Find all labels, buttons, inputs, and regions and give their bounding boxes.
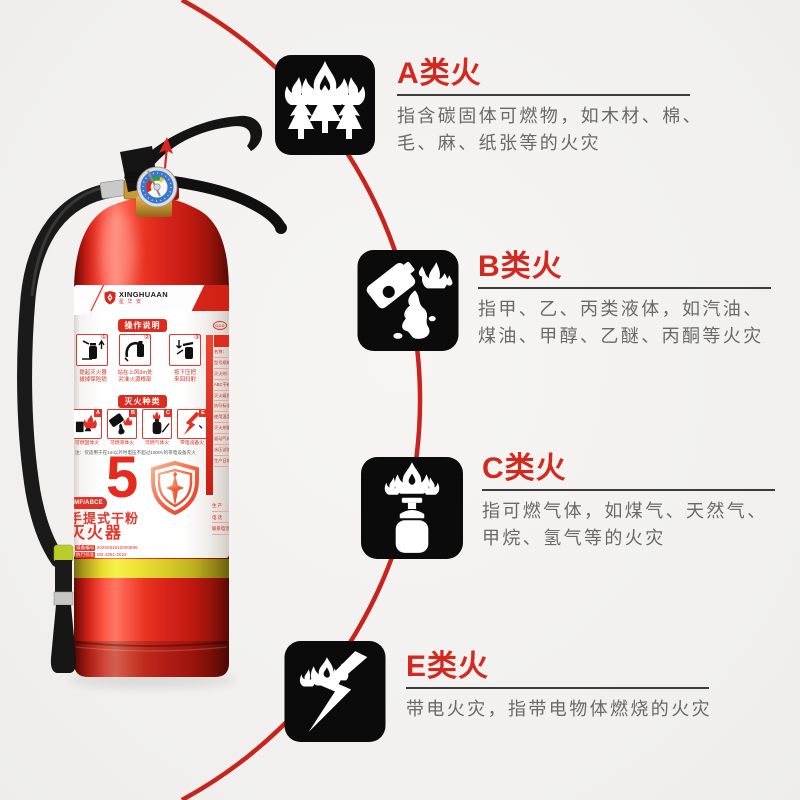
contact-table: 生 产 电 话 联系电话	[212, 500, 229, 535]
class-box-e: E	[177, 409, 207, 439]
nozzle-clip	[53, 544, 74, 563]
step-caption: 按下压把来回扫射	[173, 370, 196, 383]
brand-logo-icon	[104, 291, 116, 305]
section-e: E类火 带电火灾，指带电物体燃烧的火灾	[406, 650, 766, 723]
brand-name: XINGHUAAN	[119, 290, 169, 299]
model-badge: MF/ABCE	[74, 497, 107, 509]
spec-row: 型号规格：	[214, 358, 229, 369]
spec-row: 灭火剂：	[214, 369, 229, 380]
extinguisher-label: XINGHUAAN 星华安 操作说明 CCC ① ②	[74, 285, 229, 558]
class-caption: 可燃气体火	[145, 441, 169, 446]
section-a: A类火 指含碳固体可燃物，如木材、棉、毛、麻、纸张等的火灾	[397, 57, 797, 157]
section-c-underline	[482, 489, 775, 491]
class-caption: 可燃固体火	[75, 441, 99, 446]
section-b-desc: 指甲、乙、丙类液体，如汽油、煤油、甲醇、乙醚、丙酮等火灾	[478, 299, 764, 346]
spec-table: 名称： 型号规格： 灭火剂： ABC干粉 灭火级别： 执行标准： 使用温度： 灭…	[214, 335, 229, 467]
standard-line: 执行标准 GB 4351-2023	[75, 552, 127, 558]
section-c-title: C类火	[482, 452, 567, 485]
step-box-3: ③	[169, 334, 201, 366]
nozzle-band	[53, 591, 74, 606]
serial-label-chip: 设备编号	[75, 545, 96, 551]
safety-pin	[163, 146, 169, 169]
tank-dome-highlight	[100, 210, 136, 294]
nozzle-body	[55, 560, 72, 594]
section-b: B类火 指甲、乙、丙类液体，如汽油、煤油、甲醇、乙醚、丙酮等火灾	[478, 250, 800, 350]
class-caption: 可燃液体火	[110, 441, 134, 446]
lift-extinguisher-pictogram-icon	[82, 339, 105, 360]
step-number: ①	[100, 334, 107, 341]
spec-header	[214, 335, 229, 347]
liquid-fire-pictogram-icon	[109, 413, 133, 435]
class-caption: 带电设备火	[180, 441, 204, 446]
spec-row: 灭火级别：	[214, 391, 229, 402]
note-text: 注：仅适用于在1m以外时电压不超过1000V的带电设备灭火	[75, 450, 196, 455]
spec-row: 使用温度：	[214, 412, 229, 424]
class-box-b: B	[107, 409, 137, 439]
spec-row: ABC干粉	[214, 380, 229, 391]
yellow-band	[74, 559, 229, 578]
tank-base	[74, 641, 229, 677]
spec-row: 水压试验：	[214, 445, 229, 456]
ccc-cert-mark: CCC	[213, 321, 227, 330]
section-a-desc: 指含碳固体可燃物，如木材、棉、毛、麻、纸张等的火灾	[397, 106, 703, 153]
section-a-underline	[397, 94, 690, 96]
fire-types-band: 灭火种类	[118, 395, 167, 408]
pressure-gauge-icon	[136, 166, 178, 208]
electric-fire-pictogram-icon	[183, 411, 203, 436]
contact-row: 联系电话	[212, 523, 229, 535]
step-caption: 提起灭火器拔掉保险销	[79, 370, 107, 383]
spec-row: 执行标准：	[214, 401, 229, 413]
step-caption: 站在上风3m处对准火源根部	[117, 370, 153, 383]
spec-row: 驱动气体：	[214, 434, 229, 446]
serial-value: 2025081810000896	[96, 545, 138, 550]
serial-line: 设备编号 2025081810000896	[75, 545, 138, 552]
section-e-title: E类火	[406, 650, 490, 683]
shield-watermark-icon	[151, 460, 199, 516]
class-letter-badge: A	[94, 409, 102, 417]
brand-band: XINGHUAAN 星华安	[74, 285, 229, 315]
spec-row: 名称：	[214, 347, 229, 358]
product-name-line1: 手提式干粉	[74, 511, 140, 526]
product-name-line2: 灭火器	[74, 525, 124, 542]
hose-ferrule	[99, 179, 126, 199]
section-b-title: B类火	[478, 250, 563, 283]
aim-base-pictogram-icon	[124, 341, 144, 362]
spec-divider-strip	[206, 335, 213, 495]
contact-row: 电 话	[212, 512, 229, 523]
class-box-c: C	[142, 409, 172, 439]
standard-value: GB 4351-2023	[96, 552, 127, 557]
class-letter-badge: E	[199, 409, 207, 417]
section-b-underline	[478, 287, 771, 289]
step-number: ②	[143, 334, 150, 341]
press-lever-pictogram-icon	[176, 340, 194, 359]
contact-row: 生 产	[212, 500, 229, 512]
spec-row: 生产日期：	[214, 456, 229, 467]
section-e-desc: 带电火灾，指带电物体燃烧的火灾	[406, 699, 712, 719]
step-number: ③	[193, 334, 200, 341]
burning-liquid-icon	[357, 250, 459, 351]
class-box-a: A	[74, 409, 102, 439]
section-e-underline	[406, 687, 709, 689]
nozzle-tip	[50, 605, 77, 673]
burning-gas-icon	[361, 457, 463, 559]
section-c: C类火 指可燃气体，如煤气、天然气、甲烷、氢气等的火灾	[482, 452, 800, 552]
solid-fire-pictogram-icon	[75, 414, 97, 433]
standard-label-chip: 执行标准	[75, 552, 96, 558]
class-letter-badge: C	[164, 409, 172, 417]
class-letter-badge: B	[129, 409, 137, 417]
step-box-1: ①	[76, 334, 108, 366]
section-a-title: A类火	[397, 57, 482, 90]
hose	[17, 182, 120, 568]
safety-pin-tag	[159, 137, 173, 154]
size-number: 5	[106, 445, 139, 510]
section-c-desc: 指可燃气体，如煤气、天然气、甲烷、氢气等的火灾	[482, 501, 768, 548]
electric-fire-icon	[284, 641, 386, 742]
gas-fire-pictogram-icon	[152, 411, 170, 435]
burning-trees-icon	[275, 55, 375, 155]
brand-name-cn: 星华安	[119, 299, 145, 305]
operation-band: 操作说明	[118, 319, 167, 332]
spec-row: 灭火剂量：	[214, 423, 229, 435]
step-box-2: ②	[119, 334, 151, 366]
